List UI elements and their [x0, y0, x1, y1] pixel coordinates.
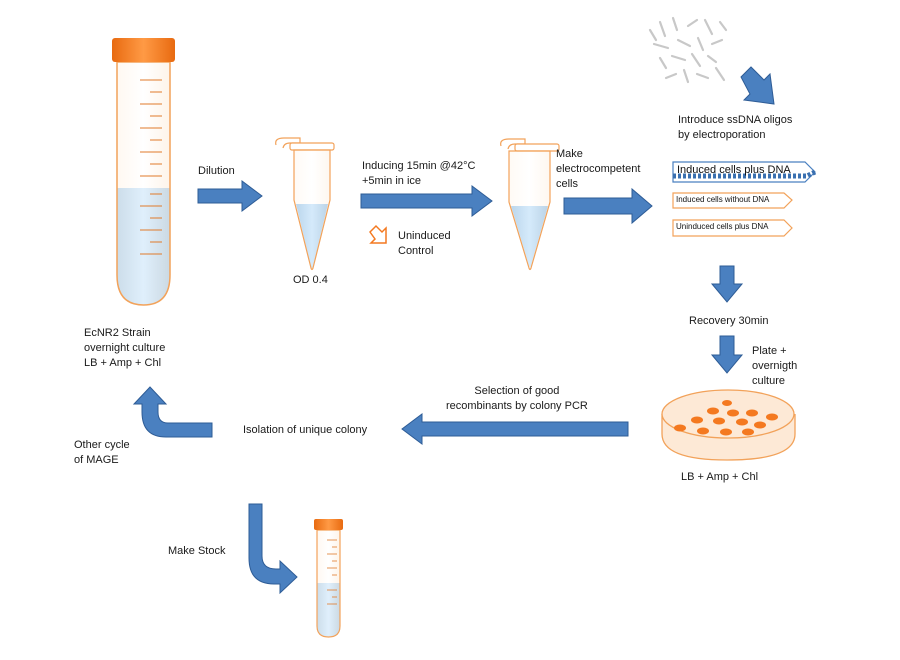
plate-medium-label: LB + Amp + Chl — [681, 471, 759, 483]
ssdna-oligo-fragments — [648, 16, 728, 84]
sample-box-induced-no-dna-shape — [672, 192, 793, 209]
introduce-oligos-label: Introduce ssDNA oligos by electroporatio… — [678, 113, 792, 143]
uninduced-control-line-1: Uninduced — [398, 230, 451, 242]
sample-box-uninduced-plus-dna-shape — [672, 219, 793, 237]
plate-label-line-2: overnigth — [752, 360, 798, 372]
make-stock-arrow — [248, 503, 298, 595]
tube-body — [316, 529, 341, 638]
selection-label: Selection of good recombinants by colony… — [446, 384, 588, 414]
strain-label-line-3: LB + Amp + Chl — [84, 357, 162, 369]
electrocompetent-label: Make electrocompetent cells — [556, 147, 640, 192]
uninduced-control-arrow — [369, 224, 387, 244]
inducing-arrow — [360, 185, 493, 217]
eppendorf-body — [508, 150, 551, 271]
sample-box-induced-plus-dna-shape — [672, 161, 817, 183]
uninduced-control-line-2: Control — [398, 245, 434, 257]
introduce-oligos-line-1: Introduce ssDNA oligos — [678, 114, 793, 126]
bacterial-colonies — [674, 400, 778, 436]
sample-induced-plus-dna: Induced cells plus DNA — [677, 164, 791, 176]
eppendorf-lid — [275, 137, 301, 149]
plate-label-line-1: Plate + — [752, 345, 787, 357]
electrocompetent-line-1: Make — [556, 148, 583, 160]
stock-tube — [314, 519, 343, 638]
selection-line-1: Selection of good — [474, 385, 560, 397]
inducing-label: Inducing 15min @42°C +5min in ice — [362, 159, 475, 189]
tube-graduations — [327, 539, 337, 605]
recovery-label: Recovery 30min — [689, 315, 769, 327]
selection-arrow — [401, 413, 629, 445]
tube-graduations — [140, 79, 162, 255]
uninduced-control-label: Uninduced Control — [398, 229, 451, 259]
od-label: OD 0.4 — [293, 274, 328, 286]
plate-label: Plate + overnigth culture — [752, 344, 797, 389]
oligo-arrow — [740, 66, 775, 105]
eppendorf-tube-1 — [275, 137, 335, 271]
tube-body — [116, 61, 171, 306]
inducing-label-line-1: Inducing 15min @42°C — [362, 160, 476, 172]
tube-cap — [314, 519, 343, 530]
strain-label-line-2: overnight culture — [84, 342, 166, 354]
eppendorf-rim — [514, 143, 560, 152]
dilution-arrow — [197, 180, 263, 212]
falcon-tube-large — [112, 38, 175, 306]
introduce-oligos-line-2: by electroporation — [678, 129, 766, 141]
other-cycle-line-1: Other cycle — [74, 439, 130, 451]
dilution-label: Dilution — [198, 165, 235, 177]
electrocompetent-line-3: cells — [556, 178, 579, 190]
eppendorf-tube-2 — [500, 138, 560, 271]
other-cycle-arrow — [132, 386, 213, 438]
recovery-arrow — [710, 265, 744, 303]
plate-label-line-3: culture — [752, 375, 786, 387]
inducing-label-line-2: +5min in ice — [362, 175, 422, 187]
tube-cap — [112, 38, 175, 62]
plate-arrow — [710, 335, 744, 374]
make-stock-label: Make Stock — [168, 545, 226, 557]
other-cycle-line-2: of MAGE — [74, 454, 119, 466]
sample-induced-without-dna: Induced cells without DNA — [676, 195, 770, 204]
eppendorf-lid — [500, 138, 526, 150]
selection-line-2: recombinants by colony PCR — [446, 400, 588, 412]
electrocompetent-line-2: electrocompetent — [556, 163, 641, 175]
other-cycle-label: Other cycle of MAGE — [74, 438, 130, 468]
eppendorf-rim — [289, 142, 335, 151]
sample-uninduced-plus-dna: Uninduced cells plus DNA — [676, 222, 769, 231]
eppendorf-body — [293, 149, 331, 271]
strain-label: EcNR2 Strain overnight culture LB + Amp … — [84, 326, 165, 371]
isolation-label: Isolation of unique colony — [243, 424, 368, 436]
petri-dish — [661, 389, 796, 461]
strain-label-line-1: EcNR2 Strain — [84, 327, 151, 339]
electrocompetent-arrow — [563, 187, 653, 225]
